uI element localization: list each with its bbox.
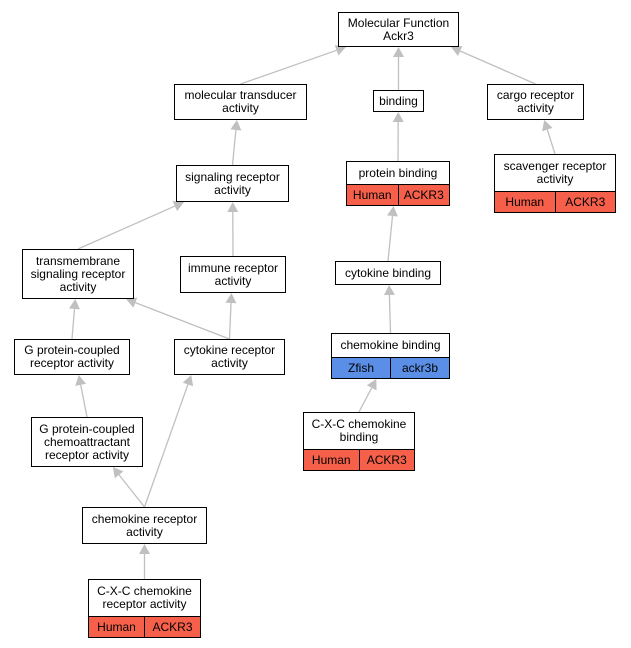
- edge-line: [228, 302, 232, 340]
- edge-line: [387, 215, 394, 262]
- edge-arrowhead: [75, 375, 87, 386]
- gene-cell[interactable]: ACKR3: [397, 185, 449, 205]
- node-scavenger-receptor-activity[interactable]: scavenger receptor activity Human ACKR3: [494, 154, 616, 213]
- edge-line: [77, 205, 176, 250]
- edge-line: [459, 50, 536, 85]
- edge-arrowhead: [172, 201, 184, 212]
- species-cell: Human: [89, 617, 144, 637]
- node-immune-receptor-activity[interactable]: immune receptor activity: [180, 256, 286, 293]
- node-label: G protein-coupled chemoattractant recept…: [39, 421, 135, 462]
- edge-arrowhead: [68, 299, 80, 310]
- node-label: protein binding: [358, 165, 438, 180]
- edge-arrowhead: [225, 293, 237, 304]
- edge-arrowhead: [139, 544, 150, 554]
- edge-line: [118, 474, 146, 508]
- species-cell: Zfish: [332, 358, 390, 378]
- node-cargo-receptor-activity[interactable]: cargo receptor activity: [487, 84, 584, 120]
- node-label: cargo receptor activity: [496, 88, 575, 115]
- node-label: binding: [379, 93, 418, 108]
- node-label: C-X-C chemokine binding: [311, 417, 407, 444]
- edge-line: [231, 129, 237, 166]
- species-cell: Human: [347, 185, 398, 205]
- species-cell: Human: [304, 450, 359, 470]
- node-g-protein-coupled-receptor-activity[interactable]: G protein-coupled receptor activity: [14, 339, 130, 375]
- edge-arrowhead: [393, 47, 404, 57]
- edge-arrowhead: [182, 375, 194, 387]
- node-g-protein-coupled-chemoattractant-receptor-activity[interactable]: G protein-coupled chemoattractant recept…: [31, 417, 143, 467]
- edge-arrowhead: [112, 467, 124, 479]
- annotation-row: Zfish ackr3b: [332, 357, 449, 378]
- annotation-row: Human ACKR3: [347, 184, 449, 205]
- node-label: C-X-C chemokine receptor activity: [97, 584, 192, 611]
- edge-arrowhead: [126, 297, 138, 308]
- node-label: Molecular Function Ackr3: [347, 15, 450, 43]
- gene-cell[interactable]: ACKR3: [144, 617, 200, 637]
- node-cytokine-receptor-activity[interactable]: cytokine receptor activity: [174, 339, 285, 375]
- node-molecular-transducer-activity[interactable]: molecular transducer activity: [174, 84, 307, 120]
- edge-arrowhead: [387, 206, 398, 217]
- node-cytokine-binding[interactable]: cytokine binding: [335, 261, 441, 285]
- edge-line: [143, 384, 189, 508]
- edge-line: [240, 49, 337, 85]
- node-chemokine-binding[interactable]: chemokine binding Zfish ackr3b: [331, 333, 450, 379]
- node-transmembrane-signaling-receptor-activity[interactable]: transmembrane signaling receptor activit…: [22, 249, 134, 299]
- edge-arrowhead: [334, 45, 346, 56]
- edge-arrowhead: [230, 120, 242, 131]
- edge-arrowhead: [366, 379, 377, 391]
- gene-cell[interactable]: ACKR3: [554, 192, 615, 212]
- node-binding[interactable]: binding: [373, 90, 424, 112]
- node-label: chemokine receptor activity: [91, 511, 198, 539]
- annotation-row: Human ACKR3: [89, 616, 200, 637]
- node-label: scavenger receptor activity: [503, 159, 607, 186]
- node-chemokine-receptor-activity[interactable]: chemokine receptor activity: [82, 507, 207, 544]
- species-cell: Human: [495, 192, 555, 212]
- edge-arrowhead: [392, 112, 404, 123]
- edge-arrowhead: [451, 45, 463, 57]
- node-label: immune receptor activity: [187, 260, 279, 288]
- node-label: transmembrane signaling receptor activit…: [30, 253, 126, 294]
- edge-arrowhead: [227, 202, 239, 213]
- node-cxc-chemokine-binding[interactable]: C-X-C chemokine binding Human ACKR3: [303, 412, 415, 471]
- node-label: chemokine binding: [340, 338, 441, 352]
- node-signaling-receptor-activity[interactable]: signaling receptor activity: [176, 165, 289, 202]
- node-molecular-function[interactable]: Molecular Function Ackr3: [338, 12, 459, 47]
- edge-line: [388, 294, 392, 334]
- node-label: molecular transducer activity: [184, 88, 297, 115]
- annotation-row: Human ACKR3: [304, 449, 414, 470]
- edge-line: [80, 384, 88, 418]
- gene-cell[interactable]: ackr3b: [390, 358, 449, 378]
- gene-cell[interactable]: ACKR3: [358, 450, 414, 470]
- node-label: G protein-coupled receptor activity: [24, 343, 120, 370]
- edge-arrowhead: [383, 285, 395, 296]
- edge-arrowhead: [542, 120, 553, 132]
- edge-line: [546, 129, 556, 155]
- node-cxc-chemokine-receptor-activity[interactable]: C-X-C chemokine receptor activity Human …: [88, 579, 201, 638]
- node-label: cytokine receptor activity: [183, 343, 276, 370]
- edge-line: [135, 301, 230, 340]
- annotation-row: Human ACKR3: [495, 191, 615, 212]
- edge-line: [358, 387, 373, 413]
- node-protein-binding[interactable]: protein binding Human ACKR3: [346, 161, 450, 206]
- node-label: signaling receptor activity: [185, 169, 280, 197]
- node-label: cytokine binding: [344, 265, 432, 280]
- edge-line: [71, 308, 76, 340]
